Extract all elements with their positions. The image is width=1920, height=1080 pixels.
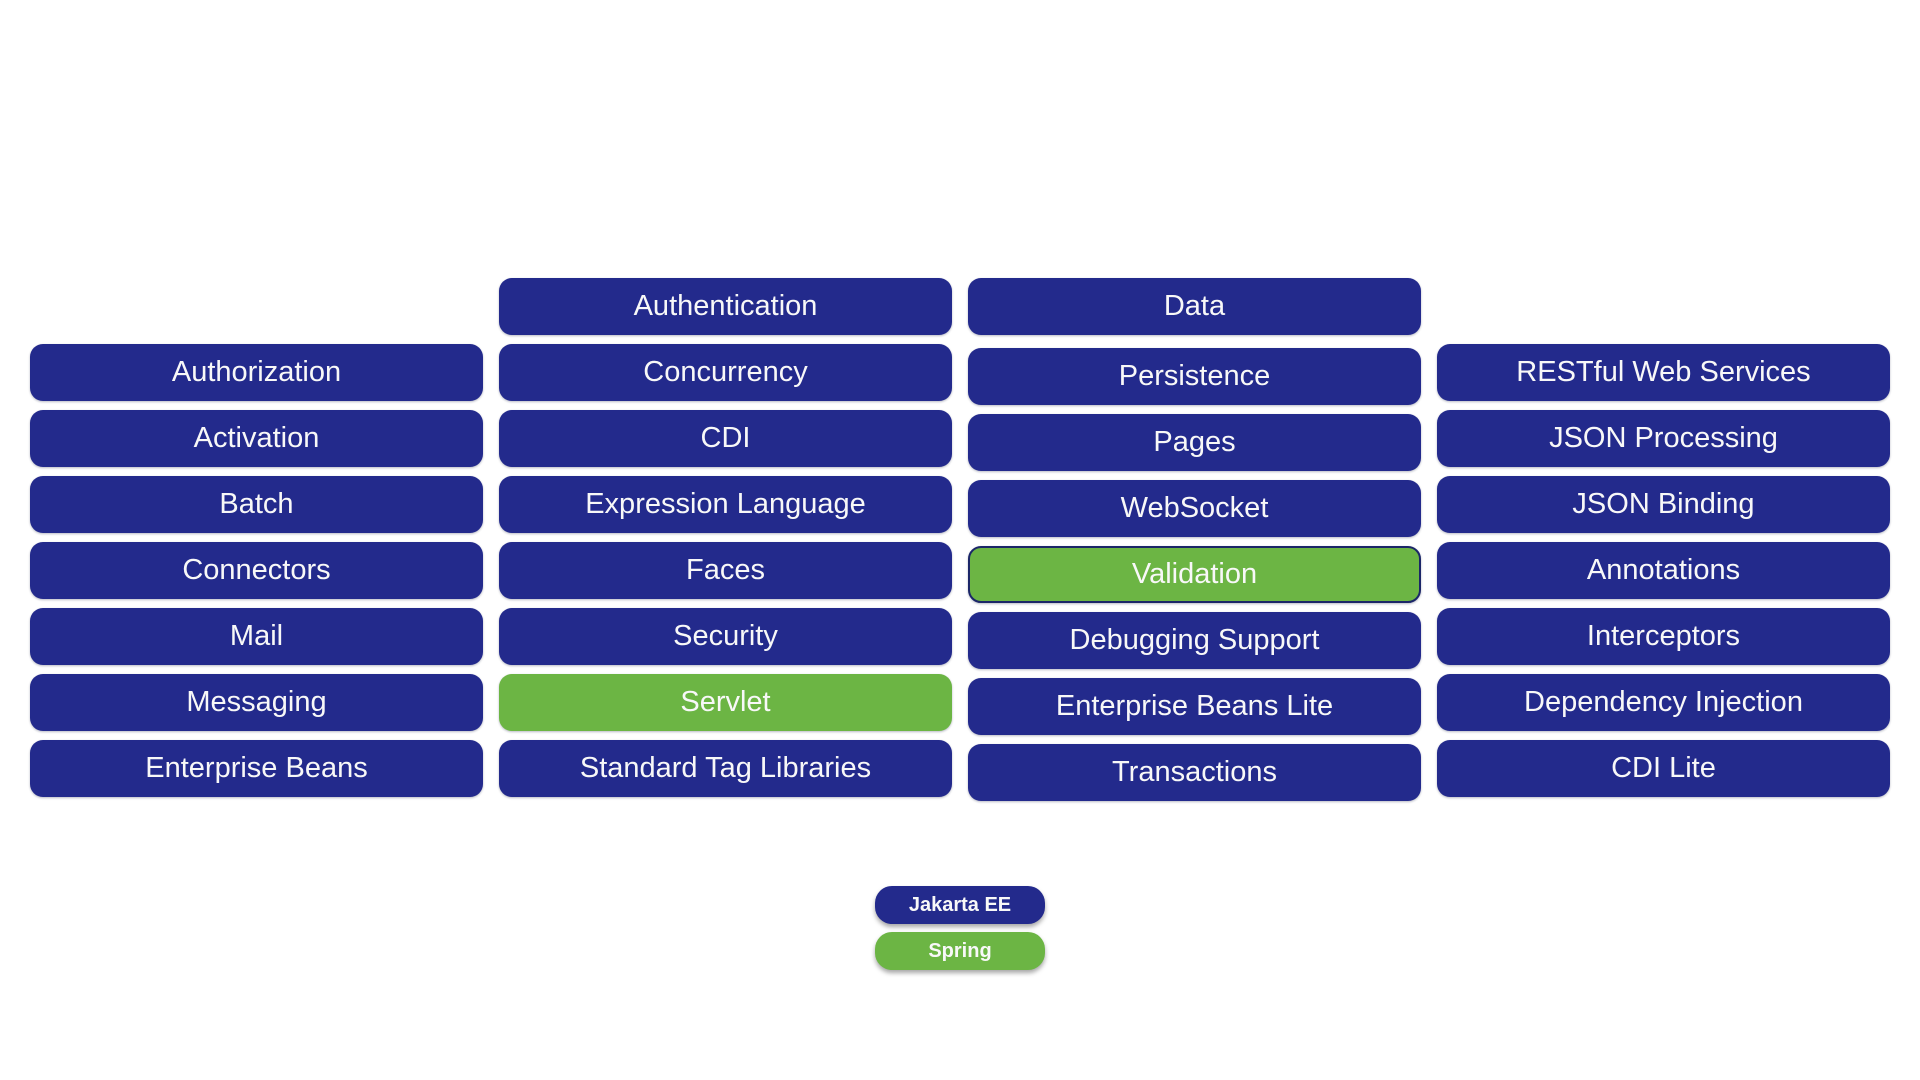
legend-spring: Spring: [875, 932, 1045, 970]
spec-pill-authentication: Authentication: [499, 278, 952, 335]
spec-pill-interceptors: Interceptors: [1437, 608, 1890, 665]
spec-pill-activation: Activation: [30, 410, 483, 467]
spec-pill-annotations: Annotations: [1437, 542, 1890, 599]
spec-pill-transactions: Transactions: [968, 744, 1421, 801]
spec-pill-restful-web-services: RESTful Web Services: [1437, 344, 1890, 401]
spec-pill-expression-language: Expression Language: [499, 476, 952, 533]
spec-pill-enterprise-beans-lite: Enterprise Beans Lite: [968, 678, 1421, 735]
spec-pill-validation: Validation: [968, 546, 1421, 603]
spec-pill-json-processing: JSON Processing: [1437, 410, 1890, 467]
spec-pill-mail: Mail: [30, 608, 483, 665]
spec-pill-security: Security: [499, 608, 952, 665]
spec-pill-messaging: Messaging: [30, 674, 483, 731]
spec-pill-enterprise-beans: Enterprise Beans: [30, 740, 483, 797]
spec-pill-debugging-support: Debugging Support: [968, 612, 1421, 669]
spec-pill-concurrency: Concurrency: [499, 344, 952, 401]
spec-pill-standard-tag-libraries: Standard Tag Libraries: [499, 740, 952, 797]
legend: Jakarta EE Spring: [875, 886, 1045, 970]
spec-pill-data: Data: [968, 278, 1421, 335]
spec-pill-servlet: Servlet: [499, 674, 952, 731]
spec-pill-faces: Faces: [499, 542, 952, 599]
spec-pill-cdi-lite: CDI Lite: [1437, 740, 1890, 797]
spec-pill-json-binding: JSON Binding: [1437, 476, 1890, 533]
spec-pill-dependency-injection: Dependency Injection: [1437, 674, 1890, 731]
spec-pill-persistence: Persistence: [968, 348, 1421, 405]
spec-pill-cdi: CDI: [499, 410, 952, 467]
legend-jakarta-ee: Jakarta EE: [875, 886, 1045, 924]
spec-pill-websocket: WebSocket: [968, 480, 1421, 537]
spec-pill-grid: Authorization Activation Batch Connector…: [30, 278, 1890, 801]
spec-pill-batch: Batch: [30, 476, 483, 533]
spec-pill-pages: Pages: [968, 414, 1421, 471]
spec-pill-connectors: Connectors: [30, 542, 483, 599]
spec-pill-authorization: Authorization: [30, 344, 483, 401]
